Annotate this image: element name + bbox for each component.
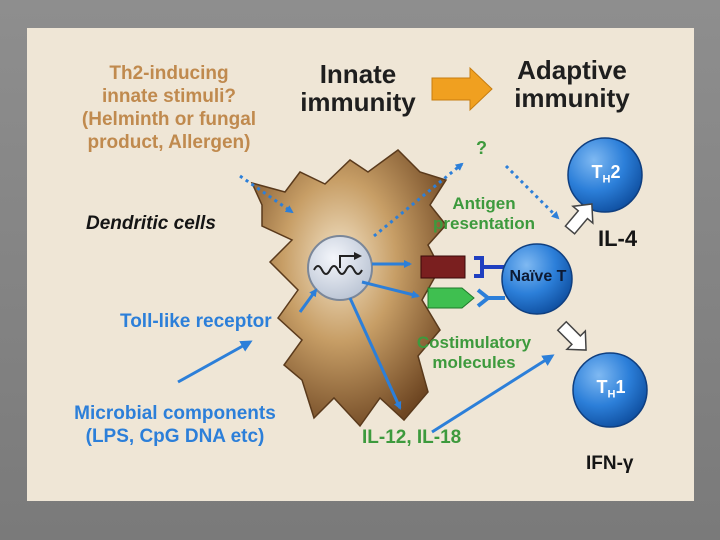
- t-cell-receptor: [474, 256, 505, 278]
- antigen-presentation-label: Antigen presentation: [425, 194, 543, 234]
- antigen-line: Antigen: [452, 194, 516, 213]
- innate-to-adaptive-arrow: [431, 66, 493, 112]
- transcription-arrow: [339, 255, 356, 268]
- th2-cell-label: TH2: [580, 162, 632, 186]
- th2-stimuli-line: product, Allergen): [87, 132, 251, 153]
- adaptive-immunity-title: Adaptive immunity: [514, 55, 630, 113]
- th1-num: 1: [615, 377, 626, 397]
- nucleus-to-cytokine-arrow: [348, 297, 402, 410]
- naive-t-label: Naïve T: [509, 268, 567, 285]
- th1-cell: [572, 352, 648, 428]
- ifn-gamma-label: IFN-γ: [586, 453, 634, 474]
- th2-sub: H: [602, 173, 611, 186]
- microbial-line: Microbial components: [74, 403, 276, 424]
- unknown-signal-mark: ?: [476, 138, 487, 158]
- costimulatory-molecule: [427, 287, 475, 309]
- mhc-molecule: [420, 255, 466, 279]
- costimulatory-label: Costimulatory molecules: [400, 333, 548, 373]
- il4-label: IL-4: [598, 226, 638, 251]
- cytokines-label: IL-12, IL-18: [362, 427, 462, 448]
- th2-induction-dotted-arrow: [504, 164, 560, 220]
- dna-wave: [313, 265, 363, 275]
- unknown-signal-dotted-arrow: [373, 162, 464, 238]
- to-th1-arrow: [556, 320, 587, 351]
- th2-num: 2: [610, 162, 621, 182]
- th2-stimuli-line: (Helminth or fungal: [81, 109, 257, 130]
- microbial-components-label: Microbial components (LPS, CpG DNA etc): [50, 402, 300, 448]
- th1-sub: H: [607, 388, 616, 401]
- innate-immunity-title: Innate immunity: [300, 59, 416, 117]
- th2-stimuli-label: Th2-inducing innate stimuli? (Helminth o…: [62, 62, 276, 154]
- cd28-receptor: [476, 288, 505, 308]
- th1-t: T: [596, 377, 608, 397]
- th2-stimuli-line: Th2-inducing: [109, 63, 229, 84]
- th2-stimuli-line: innate stimuli?: [101, 86, 237, 107]
- th2-cell: [567, 137, 643, 213]
- toll-like-receptor-label: Toll-like receptor: [120, 311, 272, 332]
- dendritic-cells-label: Dendritic cells: [86, 213, 216, 234]
- microbial-arrow: [177, 340, 253, 384]
- naive-t-cell: [501, 243, 573, 315]
- th1-cell-label: TH1: [585, 377, 637, 401]
- th2-t: T: [591, 162, 603, 182]
- antigen-line: presentation: [432, 214, 536, 233]
- cytokine-to-th1-arrow: [431, 354, 555, 434]
- nucleus-to-costim-arrow: [361, 280, 420, 299]
- costim-line: Costimulatory: [416, 333, 532, 352]
- to-th2-arrow: [564, 203, 594, 235]
- microbial-line: (LPS, CpG DNA etc): [85, 426, 265, 447]
- tlr-arrow: [298, 288, 318, 313]
- costim-line: molecules: [432, 353, 516, 372]
